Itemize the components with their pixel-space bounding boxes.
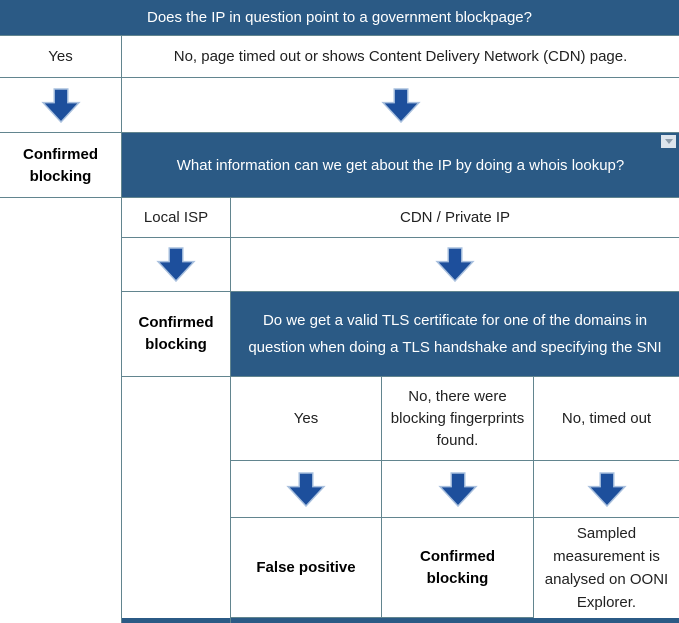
down-arrow-icon [122, 238, 230, 291]
divider [230, 617, 534, 618]
question1-header: Does the IP in question point to a gover… [0, 0, 679, 35]
branch3-outcome2-cell: Confirmed blocking [382, 518, 533, 617]
divider [230, 460, 679, 461]
question3-header: Do we get a valid TLS certificate for on… [231, 292, 679, 376]
divider [0, 35, 679, 36]
branch3-option3-cell: No, timed out [534, 377, 679, 460]
down-arrow-icon [534, 461, 679, 517]
divider [0, 132, 679, 133]
divider [121, 35, 122, 623]
down-arrow-icon [231, 238, 679, 291]
divider [121, 291, 679, 292]
dropdown-arrow-icon[interactable] [661, 135, 676, 148]
divider [121, 376, 679, 377]
branch1-outcome-cell: Confirmed blocking [0, 134, 121, 197]
down-arrow-icon [231, 461, 381, 517]
branch1-yes-cell: Yes [0, 36, 121, 77]
branch3-option2-cell: No, there were blocking fingerprints fou… [382, 377, 533, 460]
divider [0, 197, 679, 198]
branch2-right-cell: CDN / Private IP [231, 198, 679, 237]
down-arrow-icon [382, 461, 533, 517]
next-header-partial [122, 618, 679, 623]
down-arrow-icon [122, 78, 679, 132]
divider [230, 517, 679, 518]
branch3-outcome1-cell: False positive [231, 518, 381, 617]
branch2-outcome-cell: Confirmed blocking [122, 292, 230, 376]
branch2-left-cell: Local ISP [122, 198, 230, 237]
divider [230, 197, 231, 623]
branch3-option1-cell: Yes [231, 377, 381, 460]
question2-text: What information can we get about the IP… [176, 156, 625, 174]
divider [533, 376, 534, 618]
down-arrow-icon [0, 78, 121, 132]
divider [381, 376, 382, 618]
divider [121, 237, 679, 238]
divider [0, 77, 679, 78]
question2-header: What information can we get about the IP… [122, 133, 679, 197]
branch3-outcome3-cell: Sampled measurement is analysed on OONI … [534, 518, 679, 617]
branch1-no-cell: No, page timed out or shows Content Deli… [122, 36, 679, 77]
